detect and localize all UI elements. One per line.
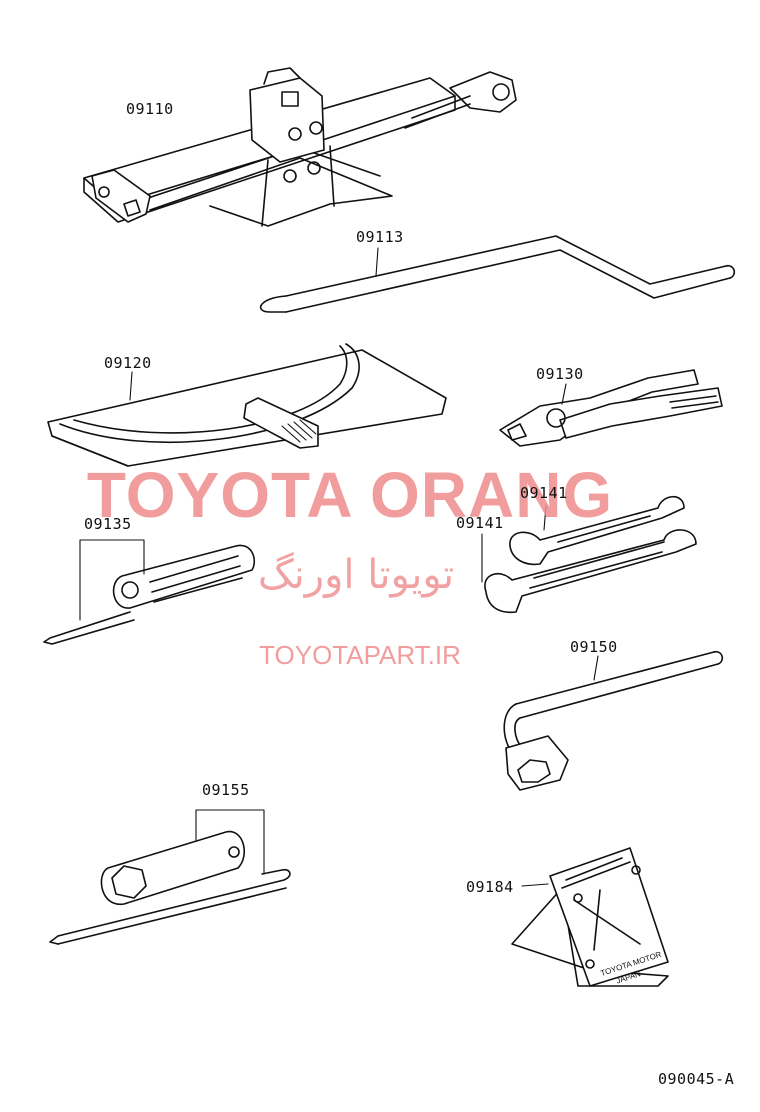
part-label-wrench-upper: 09141 xyxy=(520,484,568,502)
watermark-farsi: تویوتا اورنگ xyxy=(257,552,455,598)
figure-code: 090045-A xyxy=(658,1070,735,1088)
part-label-warning-triangle: 09184 xyxy=(466,878,514,896)
plug-wrench-drawing xyxy=(49,809,291,945)
warning-triangle-drawing xyxy=(511,847,669,987)
part-label-jack-handle: 09113 xyxy=(356,228,404,246)
pliers-drawing xyxy=(499,369,723,447)
part-label-plug-wrench: 09155 xyxy=(202,781,250,799)
watermark-brand: TOYOTA ORANG xyxy=(86,459,614,531)
jack-handle-drawing xyxy=(259,235,736,313)
part-label-jack: 09110 xyxy=(126,100,174,118)
wrenches-drawing xyxy=(481,495,697,614)
screwdriver-drawing xyxy=(43,539,256,645)
watermark-website: TOYOTAPART.IR xyxy=(259,640,461,670)
lug-wrench-drawing xyxy=(503,650,724,791)
jack-drawing xyxy=(83,67,517,227)
part-label-pliers: 09130 xyxy=(536,365,584,383)
part-label-tool-bag: 09120 xyxy=(104,354,152,372)
part-label-screwdriver: 09135 xyxy=(84,515,132,533)
part-label-lug-wrench: 09150 xyxy=(570,638,618,656)
part-label-wrench-lower: 09141 xyxy=(456,514,504,532)
tool-bag-drawing xyxy=(47,343,447,467)
